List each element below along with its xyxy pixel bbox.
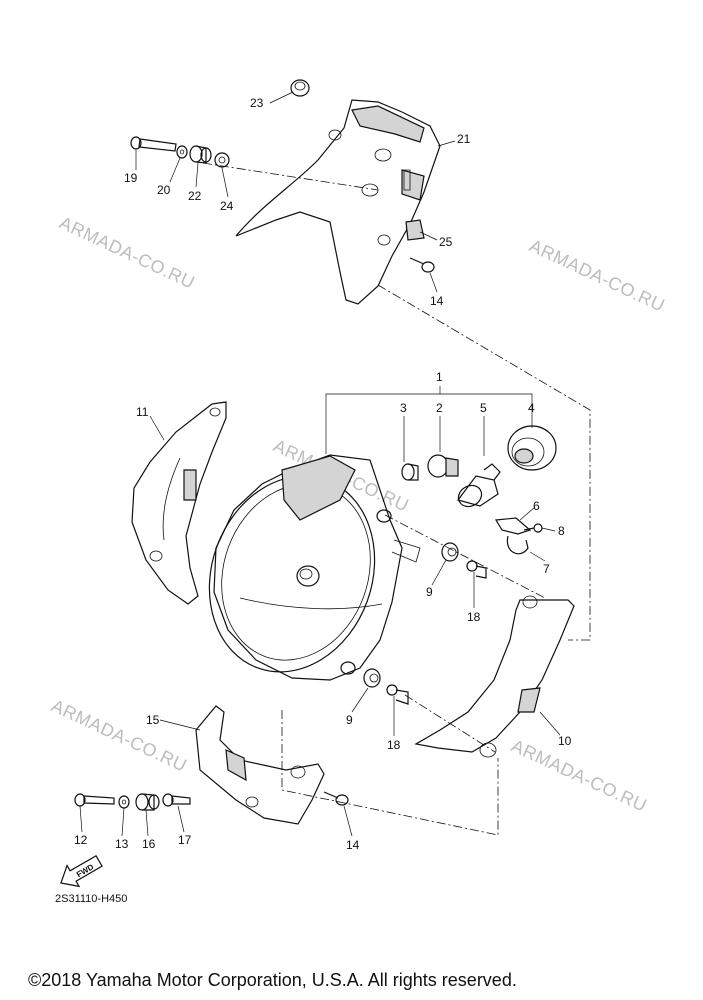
bolt-17 bbox=[162, 793, 191, 807]
callout-9-lower: 9 bbox=[346, 713, 353, 727]
headlight-housing bbox=[208, 454, 421, 681]
bolt-19 bbox=[130, 136, 177, 152]
callout-21: 21 bbox=[457, 132, 471, 146]
bulb-2 bbox=[427, 454, 459, 478]
clamp-7 bbox=[506, 535, 529, 555]
screw-14-lower bbox=[323, 791, 349, 806]
callout-12: 12 bbox=[74, 833, 88, 847]
callout-14-upper: 14 bbox=[430, 294, 444, 308]
diagram-code: 2S31110-H450 bbox=[55, 893, 128, 905]
side-cover-11 bbox=[131, 401, 227, 605]
callout-4: 4 bbox=[528, 401, 535, 415]
callout-17: 17 bbox=[178, 833, 192, 847]
screw-14-upper bbox=[409, 257, 435, 273]
grommet-9-lower bbox=[363, 668, 381, 688]
collar-22 bbox=[189, 145, 212, 164]
callout-6: 6 bbox=[533, 499, 540, 513]
collar-18-upper bbox=[466, 560, 487, 579]
part-25 bbox=[405, 219, 425, 241]
collar-16 bbox=[135, 793, 160, 811]
callout-1: 1 bbox=[436, 370, 443, 384]
washer-13 bbox=[118, 795, 130, 809]
callout-23: 23 bbox=[250, 96, 264, 110]
callout-14-lower: 14 bbox=[346, 838, 360, 852]
nut-23 bbox=[290, 79, 310, 97]
callout-9-upper: 9 bbox=[426, 585, 433, 599]
callout-18-lower: 18 bbox=[387, 738, 401, 752]
nut-24 bbox=[214, 152, 230, 168]
callout-5: 5 bbox=[480, 401, 487, 415]
callout-leaders bbox=[79, 91, 561, 837]
callout-13: 13 bbox=[115, 837, 129, 851]
lower-bracket-15 bbox=[195, 705, 325, 825]
copyright-notice: ©2018 Yamaha Motor Corporation, U.S.A. A… bbox=[28, 970, 517, 990]
leader-bracket-1 bbox=[325, 386, 533, 462]
callout-22: 22 bbox=[188, 189, 202, 203]
callout-25: 25 bbox=[439, 235, 453, 249]
washer-20 bbox=[176, 145, 188, 159]
upper-cover bbox=[235, 99, 441, 305]
callout-19: 19 bbox=[124, 171, 138, 185]
watermark-4: ARMADA-CO.RU bbox=[48, 695, 190, 775]
callout-11: 11 bbox=[136, 405, 149, 419]
callout-18-upper: 18 bbox=[467, 610, 481, 624]
callout-24: 24 bbox=[220, 199, 234, 213]
callout-8: 8 bbox=[558, 524, 565, 538]
collar-18-lower bbox=[386, 684, 409, 705]
callouts: 23 21 19 20 22 24 25 14 1 3 2 5 4 11 6 8… bbox=[74, 96, 572, 852]
callout-20: 20 bbox=[157, 183, 171, 197]
socket-4 bbox=[507, 425, 557, 471]
watermark-2: ARMADA-CO.RU bbox=[526, 235, 668, 315]
bulb-5 bbox=[456, 463, 501, 508]
bulb-3 bbox=[401, 463, 419, 481]
watermark-5: ARMADA-CO.RU bbox=[508, 735, 650, 815]
callout-7: 7 bbox=[543, 562, 550, 576]
callout-16: 16 bbox=[142, 837, 156, 851]
watermark-1: ARMADA-CO.RU bbox=[56, 212, 198, 292]
lower-cover-10 bbox=[414, 595, 575, 758]
bracket-6 bbox=[494, 517, 532, 535]
fwd-arrow-icon: FWD bbox=[60, 854, 103, 888]
callout-15: 15 bbox=[146, 713, 160, 727]
bolt-12 bbox=[74, 793, 115, 807]
grommet-9-upper bbox=[441, 542, 459, 562]
callout-10: 10 bbox=[558, 734, 572, 748]
callout-2: 2 bbox=[436, 401, 443, 415]
callout-3: 3 bbox=[400, 401, 407, 415]
